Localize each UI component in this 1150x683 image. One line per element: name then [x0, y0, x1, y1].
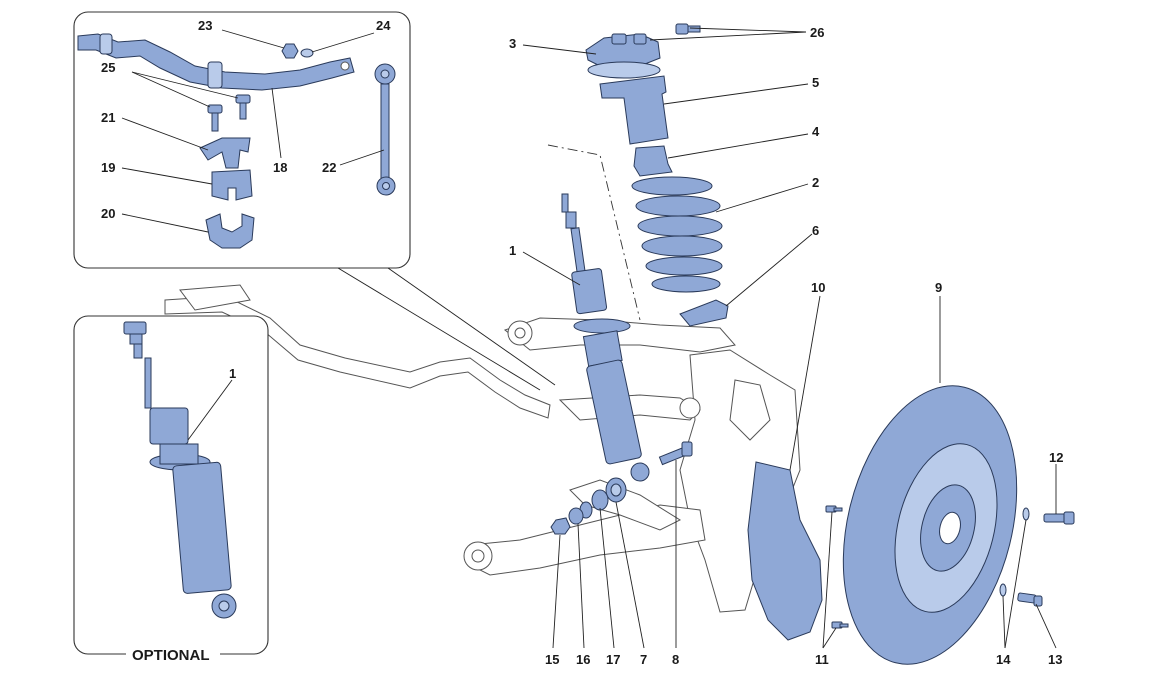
stabilizer-bar: [77, 33, 355, 91]
leader-lines: [522, 27, 1057, 649]
callout-24: 24: [376, 18, 391, 33]
callout-17: 17: [606, 652, 620, 667]
coil-spring: [631, 176, 723, 293]
callout-11: 11: [815, 652, 829, 667]
bushing-upper: [211, 169, 253, 201]
bolts: [207, 94, 251, 132]
washer: [300, 48, 314, 58]
callout-20: 20: [101, 206, 115, 221]
nut-15: [550, 517, 571, 535]
callout-19: 19: [101, 160, 115, 175]
callout-10: 10: [811, 280, 825, 295]
dust-cover: [599, 75, 669, 145]
shield-screws: [825, 505, 849, 629]
callout-16: 16: [576, 652, 590, 667]
drop-link: [374, 63, 396, 196]
callout-25: 25: [101, 60, 115, 75]
lower-bolt: [658, 441, 693, 466]
nut: [281, 43, 299, 59]
callout-18: 18: [273, 160, 287, 175]
callout-4: 4: [812, 124, 820, 139]
callouts: 3 26 5 4 2 6 1 10 9 12 15 16 17 7 8 11 1…: [509, 25, 1063, 667]
callout-23: 23: [198, 18, 212, 33]
callout-5: 5: [812, 75, 819, 90]
optional-damper-panel: 1 OPTIONAL: [73, 315, 269, 664]
washer-16: [568, 507, 584, 525]
callout-3: 3: [509, 36, 516, 51]
mount-bolt: [675, 23, 701, 35]
bushing: [579, 477, 627, 519]
optional-shock-absorber: [123, 321, 237, 619]
brake-dust-shield: [747, 461, 823, 641]
callout-14: 14: [996, 652, 1011, 667]
callout-1: 1: [509, 243, 516, 258]
shock-absorber: [561, 193, 650, 482]
washer-14-a: [1022, 507, 1030, 521]
callout-22: 22: [322, 160, 336, 175]
callout-8: 8: [672, 652, 679, 667]
callout-26: 26: [810, 25, 824, 40]
callout-7: 7: [640, 652, 647, 667]
callout-6: 6: [812, 223, 819, 238]
stabilizer-inset-panel: 23 24 25 21 19 20 18 22: [73, 11, 556, 391]
callout-15: 15: [545, 652, 559, 667]
callout-9: 9: [935, 280, 942, 295]
washer-14-b: [999, 583, 1007, 597]
callout-13: 13: [1048, 652, 1062, 667]
callout-1-optional: 1: [229, 366, 236, 381]
callout-12: 12: [1049, 450, 1063, 465]
disc-bolt-12: [1043, 511, 1075, 525]
callout-21: 21: [101, 110, 115, 125]
spring-seat: [679, 299, 729, 327]
bushing-lower: [205, 213, 255, 249]
disc-bolt-13: [1017, 592, 1043, 607]
optional-label: OPTIONAL: [132, 647, 210, 664]
brake-disc: [842, 385, 1018, 665]
suspension-sketch: [164, 144, 801, 613]
callout-2: 2: [812, 175, 819, 190]
bump-stop: [633, 145, 673, 177]
top-mount: [585, 33, 661, 79]
bracket: [199, 137, 251, 169]
